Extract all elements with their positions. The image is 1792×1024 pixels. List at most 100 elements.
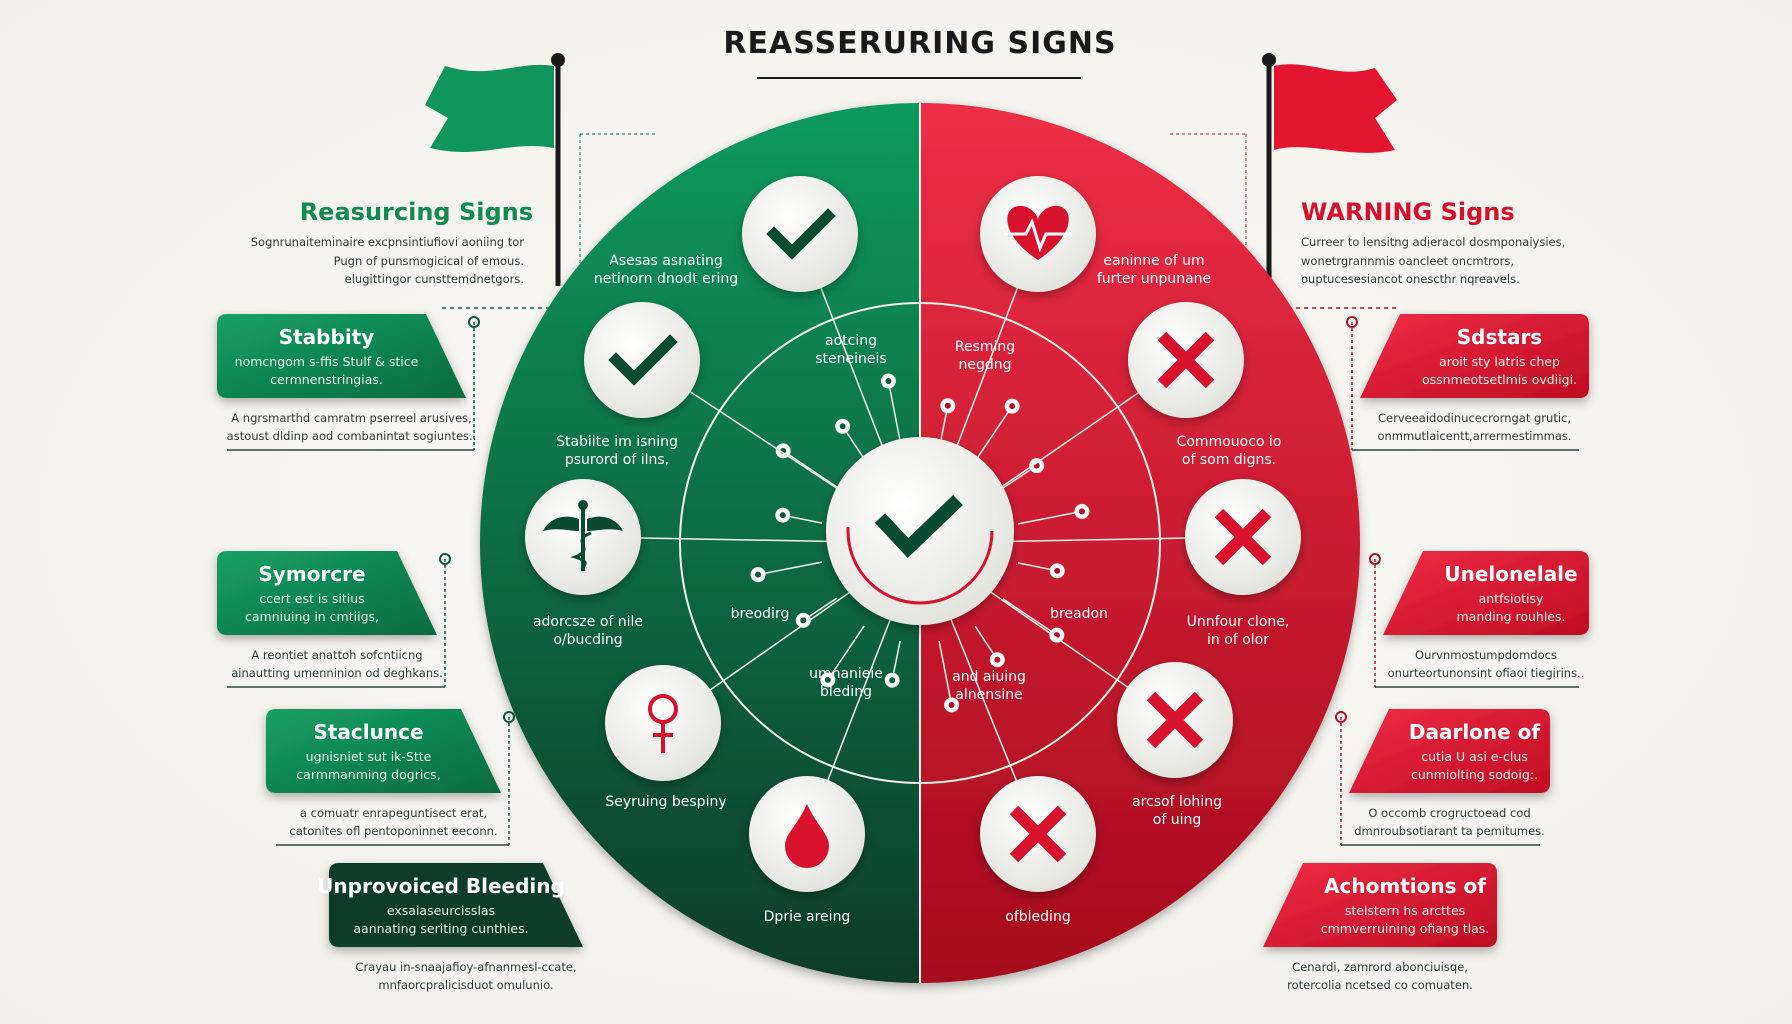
card-title: Stabbity: [279, 325, 375, 349]
node-label: o/bucding: [553, 632, 622, 648]
card-bg: [1263, 863, 1497, 947]
node-label: Asesas asnating: [609, 253, 723, 269]
card-subtitle: aroit sty latris chep: [1439, 354, 1560, 369]
node-label: psurord of ilns,: [565, 452, 669, 468]
card-desc: A ngrsmarthd camratm pserreel arusives,: [231, 411, 471, 425]
reassuring-node[interactable]: [605, 665, 721, 781]
card-subtitle: camniuing in cmtiigs,: [245, 609, 379, 624]
warning-node[interactable]: [980, 176, 1096, 292]
female-symbol-icon: [648, 694, 678, 753]
pin-icon: [1369, 553, 1381, 565]
hub-spoke: [975, 405, 1013, 461]
hub-dot-core: [755, 571, 762, 578]
pin-icon: [1346, 316, 1358, 328]
card-title: Staclunce: [313, 720, 423, 744]
node-label: Resming: [955, 339, 1015, 355]
center-node[interactable]: [826, 437, 1014, 625]
hub-spoke: [887, 380, 902, 445]
pin-icon: [1335, 711, 1347, 723]
x-icon: [1009, 805, 1067, 863]
reassuring-card[interactable]: Stabbity nomcngom s-ffis Stulf & stice cer…: [217, 314, 466, 398]
node-label: netinorn dnodt ering: [594, 271, 738, 287]
warning-node[interactable]: [1128, 302, 1244, 418]
card-bg: [1383, 551, 1589, 635]
desc-line: ouptucesesiancot onescthr nqreavels.: [1301, 272, 1520, 286]
page-title: REASSERURING SIGNS: [723, 26, 1116, 61]
comparison-wheel: [480, 103, 1360, 983]
card-subtitle: cmmverruining ofiang tlas.: [1321, 921, 1490, 936]
hub-dot-core: [800, 617, 807, 624]
hub-spoke: [938, 641, 953, 706]
reassuring-node[interactable]: [525, 479, 641, 595]
hub-spoke: [1018, 510, 1083, 525]
card-desc: catonites ofl pentoponinnet eeconn.: [289, 824, 497, 838]
reassuring-node[interactable]: [749, 776, 865, 892]
warning-node[interactable]: [980, 776, 1096, 892]
warning-card[interactable]: Daarlone of cutia U asi e-clus cunmiolting…: [1349, 709, 1550, 793]
reassuring-node[interactable]: [584, 302, 700, 418]
pin-icon: [439, 553, 451, 565]
warning-heading: WARNING Signs: [1301, 198, 1515, 226]
card-subtitle: ugnisniet sut ik-Stte: [306, 749, 432, 764]
heartbeat-icon: [1004, 205, 1072, 260]
warning-node[interactable]: [1117, 662, 1233, 778]
card-desc: dmnroubsotiarant ta pemitumes.: [1354, 824, 1545, 838]
card-desc: a comuatr enrapeguntisect erat,: [300, 806, 487, 820]
card-title: Daarlone of: [1409, 720, 1541, 744]
card-subtitle: nomcngom s-ffis Stulf & stice: [235, 354, 419, 369]
hub-spoke: [827, 625, 865, 681]
reassuring-card[interactable]: Unprovoiced Bleedingexsaiaseurcisslasaan…: [317, 863, 583, 947]
card-bg: [217, 314, 466, 398]
card-desc: Ourvnmostumpdomdocs: [1415, 648, 1557, 662]
warning-card[interactable]: Achomtions of stelstern hs arcttes cmmverr…: [1263, 863, 1497, 947]
card-subtitle: cunmiolting sodoig:.: [1411, 767, 1538, 782]
card-subtitle: antfsiotisy: [1479, 591, 1544, 606]
card-subtitle: stelstern hs arcttes: [1345, 903, 1465, 918]
reassuring-node[interactable]: [742, 176, 858, 292]
cards: Stabbity nomcngom s-ffis Stulf & stice cer…: [217, 314, 1589, 992]
node-label: aotcing: [825, 333, 877, 349]
card-title: Symorcre: [258, 562, 365, 586]
card-title: Unprovoiced Bleeding: [317, 874, 565, 898]
card-title: Achomtions of: [1324, 874, 1486, 898]
node-label: Commouoco io: [1177, 434, 1282, 450]
card-subtitle: ccert est is sitius: [259, 591, 364, 606]
warning-node[interactable]: [1185, 479, 1301, 595]
red-flag-icon: [1262, 53, 1397, 309]
hub-dot-core: [889, 677, 896, 684]
card-desc: A reontiet anattoh sofcntiicng: [251, 648, 422, 662]
card-subtitle: cermnenstringias.: [270, 372, 383, 387]
card-bg: [266, 709, 501, 793]
reassuring-desc: Sognrunaiteminaire excpnsintiufiovi aoni…: [251, 235, 525, 286]
card-desc: onurteortunonsint ofiaoi tiegirins..: [1388, 666, 1585, 680]
card-title: Unelonelale: [1444, 562, 1577, 586]
card-subtitle: exsaiaseurcisslas: [387, 903, 495, 918]
hub-spoke: [782, 450, 838, 488]
node-label: ofbleding: [1005, 909, 1070, 925]
node-label: furter unpunane: [1097, 271, 1211, 287]
desc-line: wonetrgrannmis oancleet oncmtrors,: [1301, 254, 1514, 268]
card-subtitle: cutia U asi e-clus: [1421, 749, 1528, 764]
hub-dot-core: [824, 676, 831, 683]
node-label: alnensine: [955, 687, 1023, 703]
card-desc: rotercolia ncetsed co comuaten.: [1287, 978, 1473, 992]
card-subtitle: manding rouhles.: [1456, 609, 1565, 624]
node-label: and aiuing: [952, 669, 1026, 685]
reassuring-card[interactable]: Symorcre ccert est is sitius camniuing in …: [217, 551, 437, 635]
reassuring-heading: Reasurcing Signs: [300, 198, 533, 226]
node-label: negdng: [958, 357, 1011, 373]
node-label: breodirg: [731, 606, 790, 622]
warning-card[interactable]: Unelonelale antfsiotisy manding rouhles.: [1383, 551, 1589, 635]
hub-dot-core: [885, 378, 892, 385]
green-flag-icon: [425, 53, 565, 286]
warning-desc: Curreer to lensitng adieracol dosmponaiy…: [1301, 235, 1565, 286]
card-desc: O occomb crogructoead cod: [1368, 806, 1530, 820]
hub-dot-core: [948, 701, 955, 708]
desc-line: elugittingor cunsttemdnetgors.: [345, 272, 524, 286]
card-title: Sdstars: [1457, 325, 1542, 349]
hub-dot-core: [1078, 508, 1085, 515]
node-label: of uing: [1153, 812, 1201, 828]
